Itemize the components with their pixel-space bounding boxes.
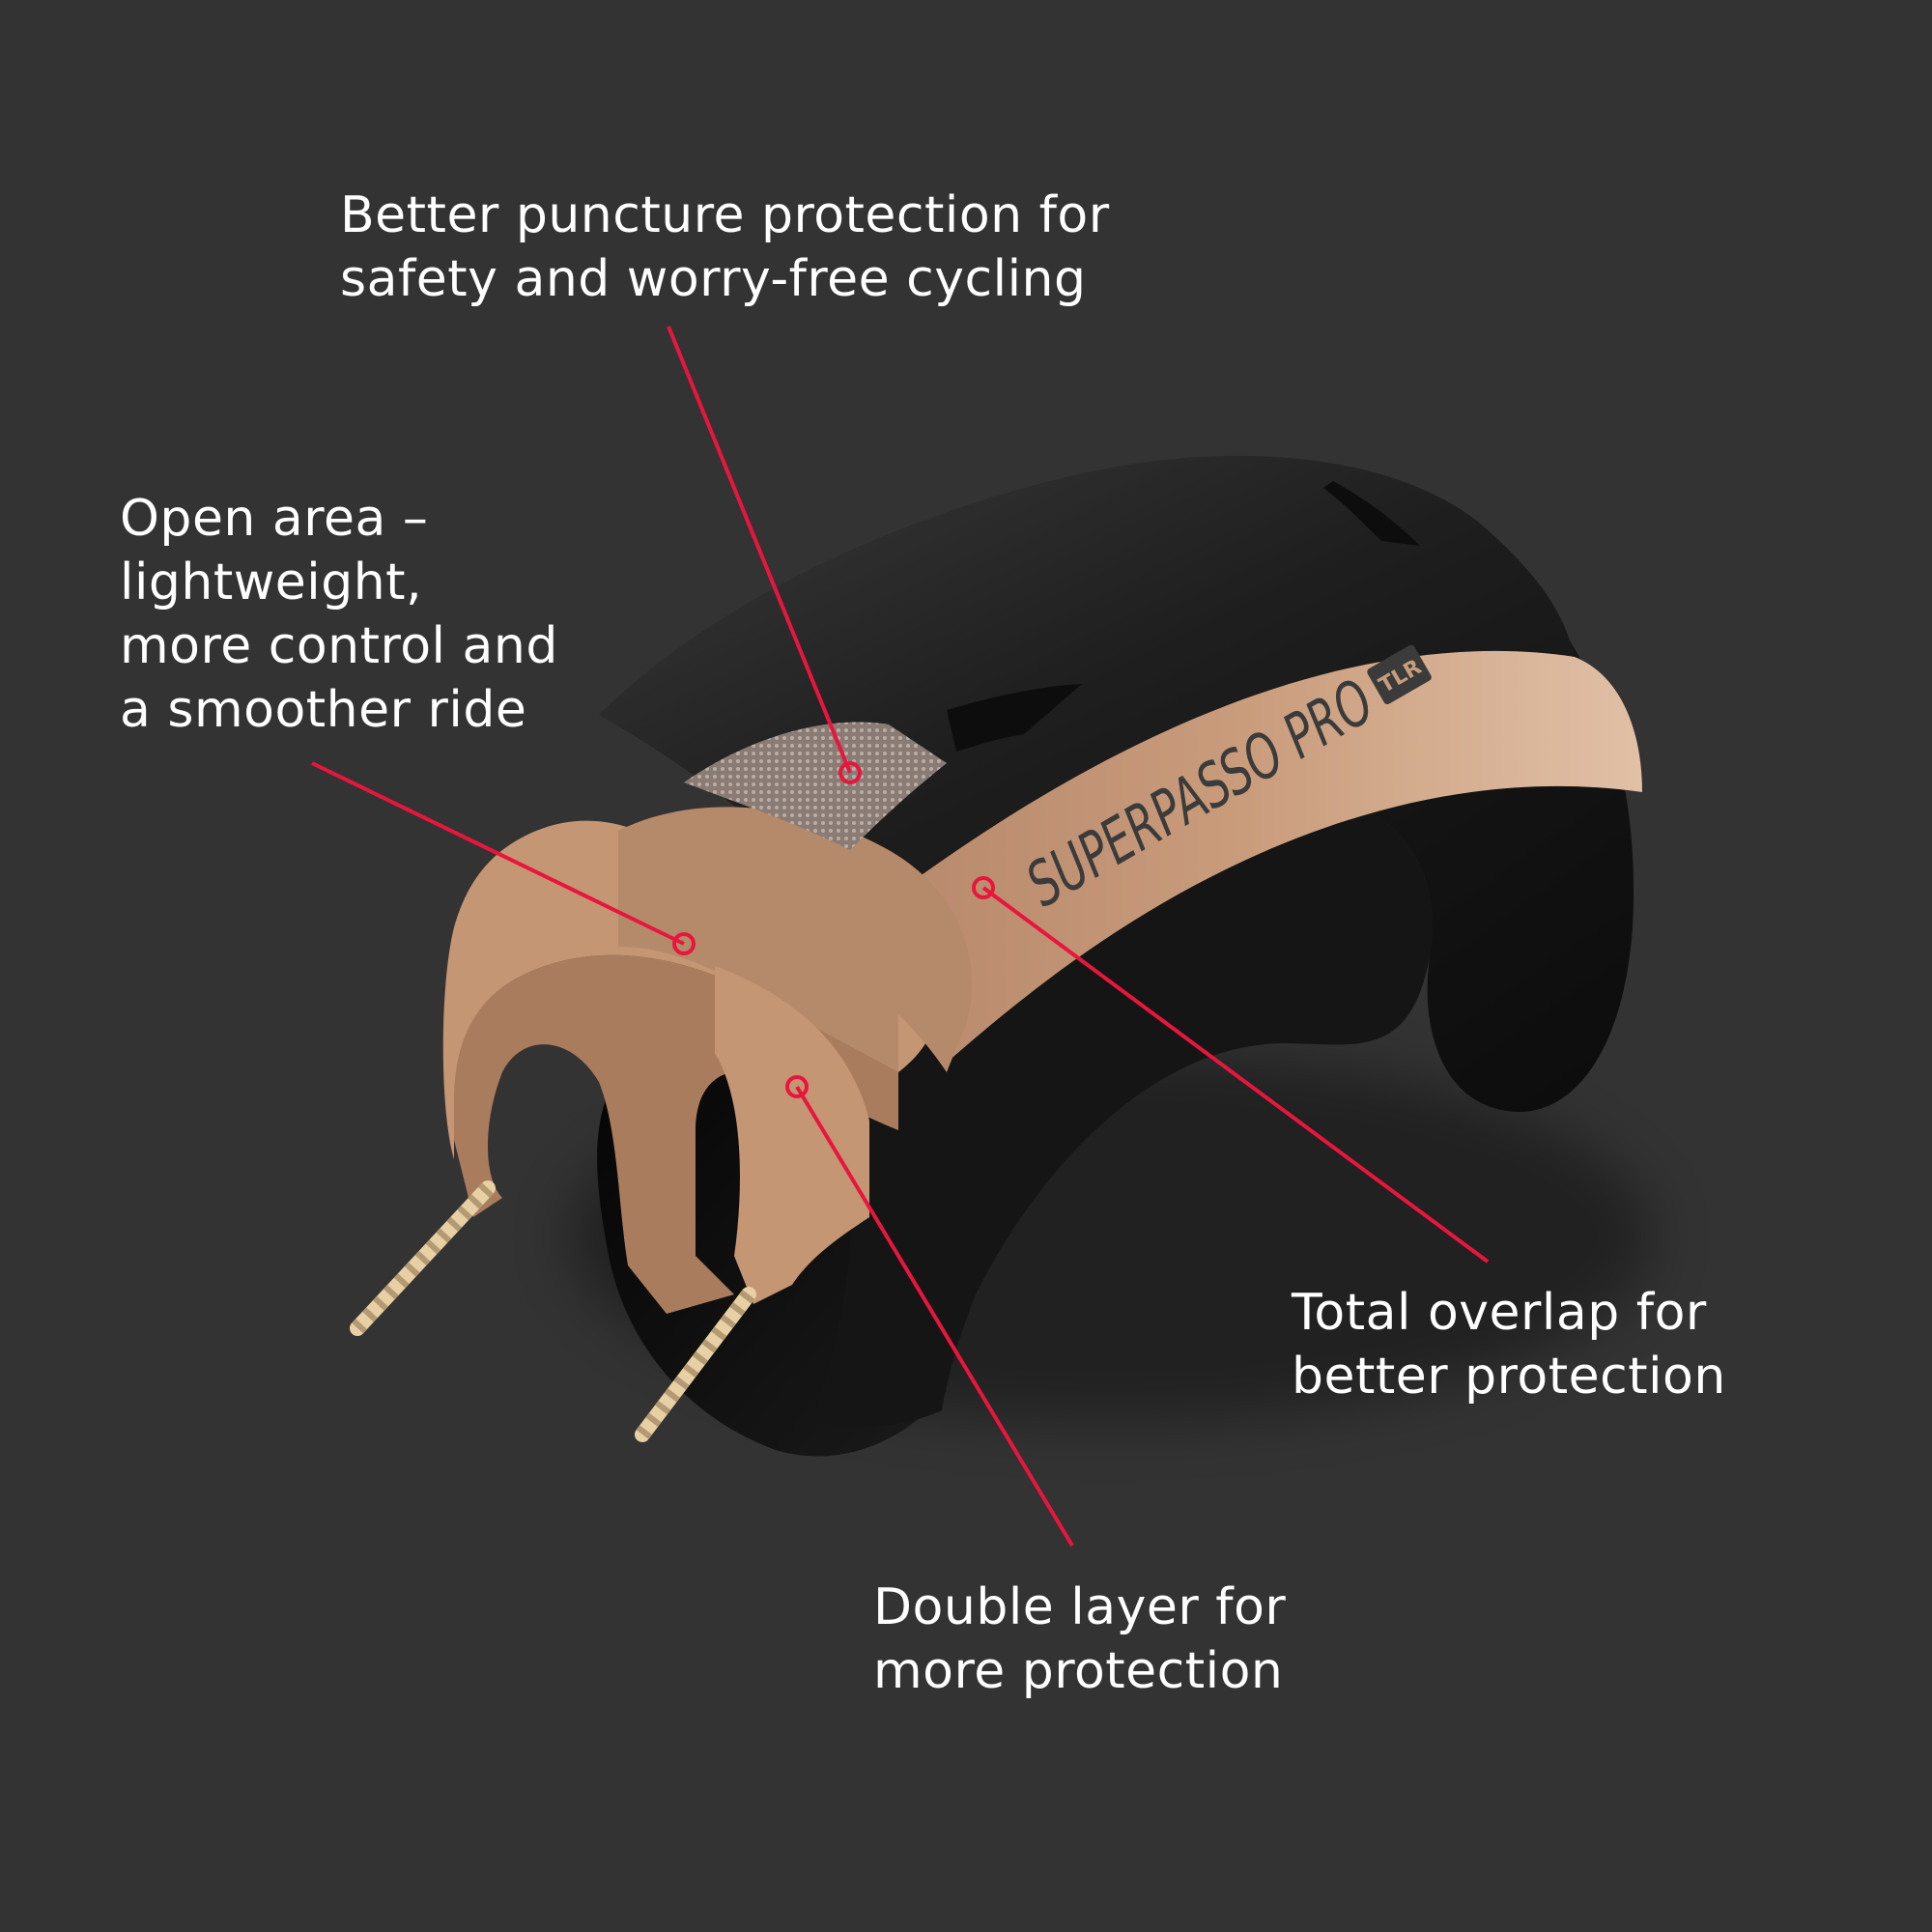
callout-line: Double layer for — [873, 1578, 1287, 1636]
puncture-protection-mesh — [684, 722, 947, 850]
tire-tan-sidewall — [850, 650, 1642, 1063]
leader-line-double-layer — [795, 1085, 1074, 1548]
callout-marker-double-layer — [785, 1075, 809, 1098]
bead-wire-right — [635, 1287, 756, 1442]
callout-open-area: Open area – lightweight, more control an… — [120, 487, 558, 742]
callout-line: a smoother ride — [120, 681, 527, 739]
leader-line-overlap — [981, 886, 1490, 1264]
callout-puncture-protection: Better puncture protection for safety an… — [340, 184, 1110, 311]
callout-line: more protection — [873, 1642, 1284, 1700]
tlr-badge — [1367, 644, 1432, 705]
callout-marker-overlap — [972, 876, 995, 899]
callout-total-overlap: Total overlap for better protection — [1292, 1281, 1726, 1408]
callout-line: Total overlap for — [1292, 1284, 1707, 1342]
callout-line: more control and — [120, 617, 558, 675]
leader-line-puncture — [667, 326, 852, 774]
tread-groove-2 — [947, 684, 1082, 752]
casing-overlap-layer — [618, 807, 973, 1072]
callout-line: safety and worry-free cycling — [340, 250, 1087, 308]
casing-top-layer — [442, 820, 937, 1159]
callout-double-layer: Double layer for more protection — [873, 1576, 1286, 1703]
callout-marker-puncture — [838, 761, 862, 784]
callout-line: Better puncture protection for — [340, 186, 1110, 244]
casing-double-layer — [715, 966, 869, 1304]
callout-line: better protection — [1292, 1348, 1726, 1406]
leader-line-open-area — [311, 761, 685, 946]
bead-wire-left — [350, 1180, 496, 1336]
callout-marker-open-area — [672, 932, 696, 955]
callout-line: Open area – — [120, 490, 429, 548]
callout-line: lightweight, — [120, 554, 423, 611]
tread-groove-1 — [1323, 481, 1420, 546]
